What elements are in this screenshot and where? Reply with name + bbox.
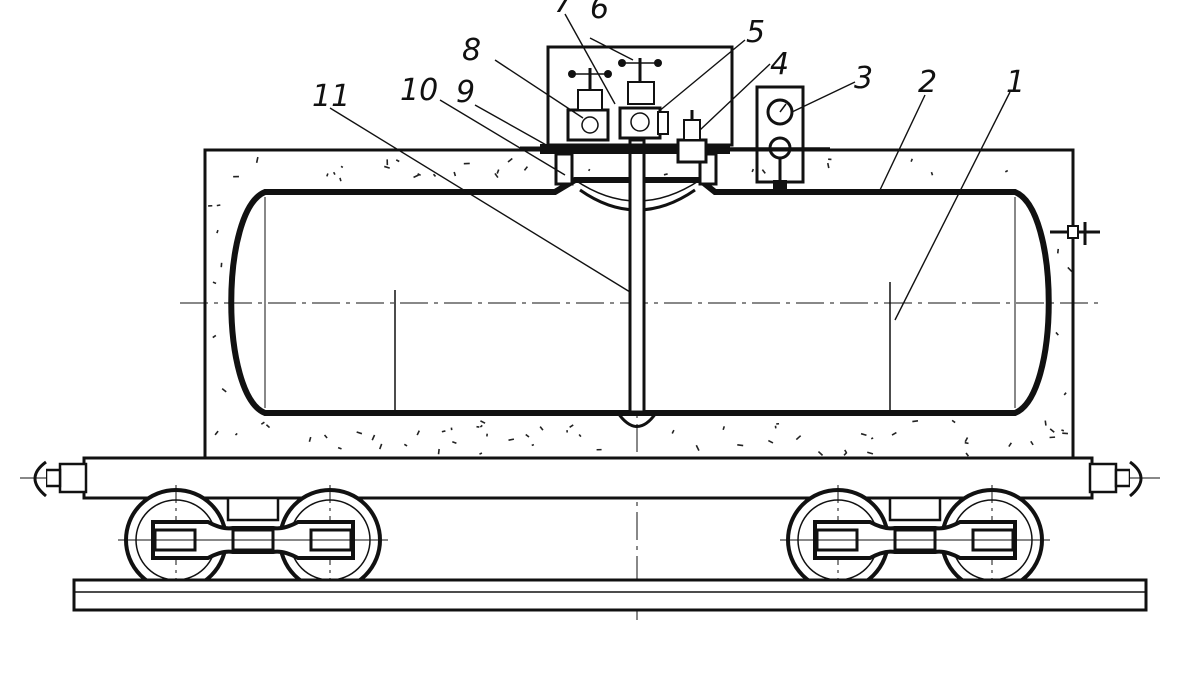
- rail: [72, 578, 1148, 612]
- label-4: 4: [770, 47, 789, 82]
- label-8: 8: [462, 33, 481, 68]
- valve-center: [618, 58, 669, 140]
- safety-valve: [676, 110, 708, 164]
- underframe: [20, 456, 1160, 500]
- valve-cabinet: [546, 45, 734, 164]
- leader-lines: [329, 13, 1011, 321]
- bolster: [888, 496, 942, 522]
- side-fitting: [1050, 222, 1100, 245]
- label-1: 1: [1006, 65, 1025, 100]
- bogies: [118, 485, 1050, 610]
- label-11: 11: [312, 79, 350, 114]
- label-3: 3: [854, 61, 873, 96]
- label-2: 2: [918, 65, 937, 100]
- label-5: 5: [746, 15, 765, 50]
- label-9: 9: [456, 75, 475, 110]
- bolster: [226, 496, 280, 522]
- label-6: 6: [590, 0, 609, 26]
- label-7: 7: [554, 0, 573, 20]
- callout-labels: 1 2 3 4 5 6 7 8 9 10 11: [312, 0, 1025, 114]
- pressure-gauge: [755, 85, 805, 190]
- bogie-2: [780, 485, 1050, 610]
- siphon-pipe: [628, 138, 646, 414]
- valve-left: [566, 68, 612, 142]
- label-10: 10: [400, 73, 438, 108]
